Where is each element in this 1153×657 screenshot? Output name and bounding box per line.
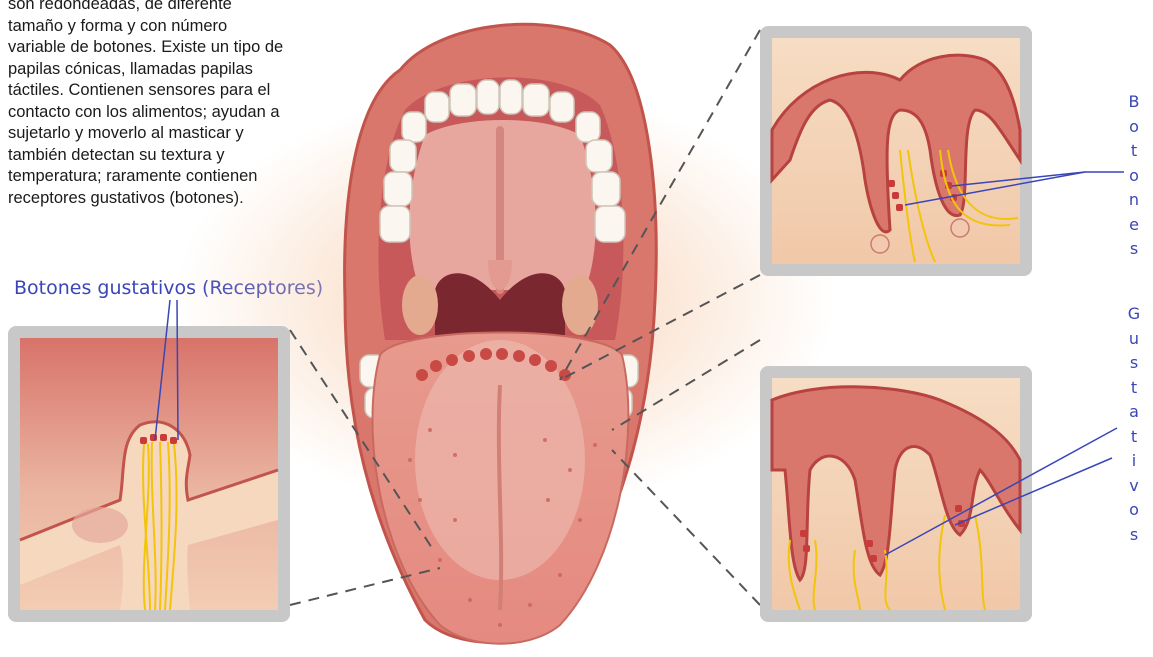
conical-papillae-box [760, 26, 1032, 276]
tongue-median-groove [499, 385, 501, 610]
foliate-papillae-box [760, 366, 1032, 622]
mouth-illustration [345, 24, 657, 643]
tonsil-left [402, 275, 438, 335]
fungiform-papilla-box [8, 326, 290, 622]
tonsil-right [562, 275, 598, 335]
